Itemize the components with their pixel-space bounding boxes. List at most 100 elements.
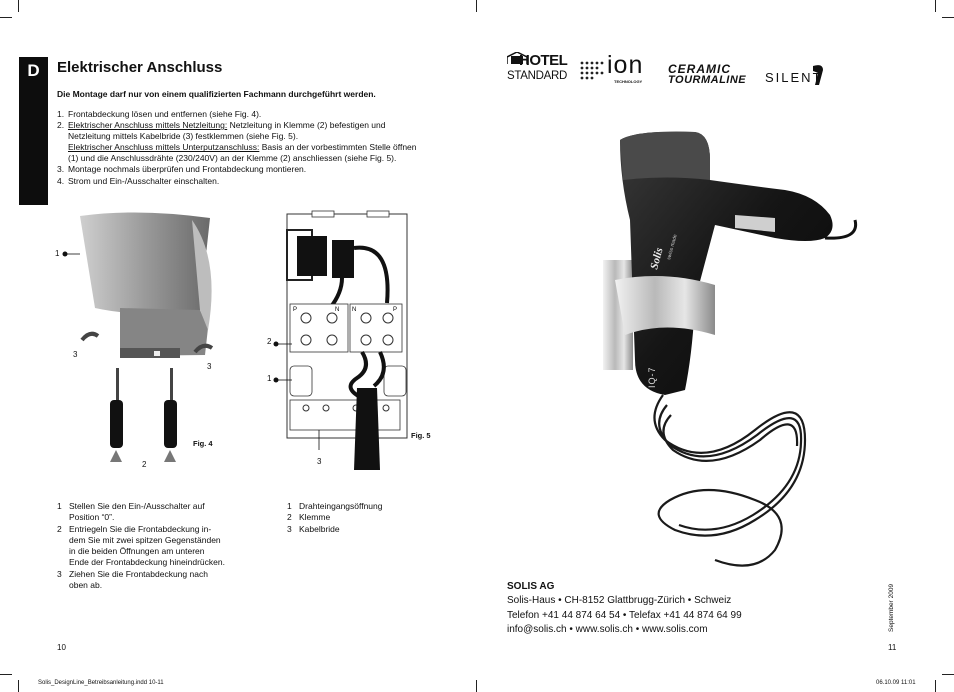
callout-3: 3 (317, 457, 322, 466)
legend-text: dem Sie mit zwei spitzen Gegenständen (69, 534, 221, 545)
step-heading: Elektrischer Anschluss mittels Netzleitu… (68, 120, 228, 131)
company-address: Solis-Haus • CH-8152 Glattbrugg-Zürich •… (507, 595, 732, 607)
step-row: Elektrischer Anschluss mittels Unterputz… (57, 142, 457, 153)
legend-item: 3 Kabelbride (287, 524, 427, 535)
fig5-illustration: P N N P (273, 210, 408, 470)
file-footer: Solis_DesignLine_Betreibsanleitung.indd … (38, 680, 164, 686)
warning-text: Die Montage darf nur von einem qualifizi… (57, 89, 376, 99)
legend-number: 3 (57, 568, 62, 579)
callout-3: 3 (207, 362, 212, 371)
cable-clamp (289, 399, 401, 431)
cord-tail (824, 219, 858, 240)
hotel-standard-logo: HOTEL STANDARD (507, 52, 568, 86)
terminal-label-n: N (352, 307, 356, 313)
legend-number: 1 (57, 501, 62, 511)
front-cover (120, 308, 208, 356)
step-row: (1) und die Anschlussdrähte (230/240V) a… (57, 153, 457, 164)
step-number: 4. (57, 175, 65, 186)
company-name: SOLIS AG (507, 581, 555, 592)
hotel-text: HOTEL (519, 52, 568, 69)
fig4-illustration (62, 212, 214, 462)
legend-item: 2 Entriegeln Sie die Frontabdeckung in-de… (57, 524, 257, 569)
hair-dryer-icon (813, 65, 823, 85)
step-number: 1. (57, 109, 65, 119)
legend-text: Stellen Sie den Ein-/Ausschalter auf (69, 501, 205, 511)
legend-text: oben ab. (69, 580, 103, 591)
legend-text: Ende der Frontabdeckung hineindrücken. (69, 557, 225, 568)
step-row: 1.Frontabdeckung lösen und entfernen (si… (57, 109, 457, 120)
holder-cup (80, 212, 210, 314)
step-row: 3.Montage nochmals überprüfen und Fronta… (57, 164, 457, 175)
coiled-cord (653, 394, 807, 567)
ion-technology-logo: ion TECHNOLOGY (579, 51, 654, 85)
silent-text: SILENT (765, 70, 823, 85)
step-text: Netzleitung mittels Kabelbride (3) festk… (68, 131, 299, 142)
tool-handle (110, 400, 123, 448)
legend-number: 2 (57, 523, 62, 534)
holder-ring (615, 276, 715, 335)
step-heading: Elektrischer Anschluss mittels Unterputz… (68, 142, 260, 153)
legend-number: 2 (287, 512, 292, 523)
callout-2: 2 (142, 460, 147, 469)
fig4-label: Fig. 4 (193, 439, 213, 448)
terminal-label-p: P (293, 307, 297, 313)
legend-text: Ziehen Sie die Frontabdeckung nach (69, 568, 208, 579)
crop-mark (942, 674, 954, 675)
technology-text: TECHNOLOGY (614, 79, 643, 84)
legend-text: Entriegeln Sie die Frontabdeckung in- (69, 523, 212, 534)
step-text: Strom und Ein-/Ausschalter einschalten. (68, 175, 220, 186)
legend-text: Kabelbride (299, 523, 340, 534)
dryer-switch (735, 215, 775, 232)
step-row: 2.Elektrischer Anschluss mittels Netzlei… (57, 120, 457, 131)
crop-mark (0, 17, 12, 18)
crop-mark (476, 680, 477, 692)
terminal-label-n: N (335, 307, 339, 313)
section-tab: D (19, 57, 48, 205)
ceramic-tourmaline-logo: CERAMIC TOURMALINE (668, 62, 746, 86)
callout-2: 2 (267, 337, 272, 346)
instruction-steps: 1.Frontabdeckung lösen und entfernen (si… (57, 109, 457, 187)
tourmaline-text: TOURMALINE (668, 74, 747, 86)
step-text: Frontabdeckung lösen und entfernen (sieh… (68, 109, 262, 119)
section-letter: D (27, 61, 40, 80)
crop-mark (935, 680, 936, 692)
company-info: SOLIS AG Solis-Haus • CH-8152 Glattbrugg… (507, 580, 742, 638)
page-title: Elektrischer Anschluss (57, 59, 223, 76)
step-text: Montage nochmals überprüfen und Frontabd… (68, 164, 307, 175)
step-text: (1) und die Anschlussdrähte (230/240V) a… (68, 153, 397, 164)
step-number: 2. (57, 120, 65, 131)
terminal-block (349, 303, 403, 353)
company-phone: Telefon +41 44 874 64 54 • Telefax +41 4… (507, 609, 742, 621)
legend-number: 3 (287, 523, 292, 534)
crop-mark (18, 0, 19, 12)
brand-mark: Solis (648, 246, 665, 270)
power-cable (354, 388, 380, 470)
callout-1: 1 (55, 249, 60, 258)
standard-text: STANDARD (507, 70, 568, 82)
legend-text: Klemme (299, 512, 331, 523)
date-vertical: September 2009 (888, 583, 895, 632)
step-text: Netzleitung in Klemme (2) befestigen und (227, 120, 386, 131)
tool-shaft (116, 368, 119, 404)
hair-dryer-body (620, 131, 833, 395)
product-photo: Solis swiss made IQ-7 (603, 131, 858, 567)
legend-text: Position “0”. (69, 512, 115, 523)
crop-mark (0, 674, 12, 675)
step-text: Basis an der vorbestimmten Stelle öffnen (259, 142, 417, 153)
crop-mark (935, 0, 936, 12)
crop-mark (942, 17, 954, 18)
ceramic-text: CERAMIC (668, 62, 731, 76)
terminal-block (289, 303, 349, 353)
callout-1: 1 (267, 374, 272, 383)
silent-logo: SILENT (765, 65, 823, 87)
step-row: 4.Strom und Ein-/Ausschalter einschalten… (57, 176, 457, 187)
page-number-right: 11 (888, 643, 897, 652)
date-footer: 06.10.09 11:01 (876, 680, 916, 686)
house-icon (507, 52, 527, 64)
legend-item: 2 Klemme (287, 512, 427, 523)
